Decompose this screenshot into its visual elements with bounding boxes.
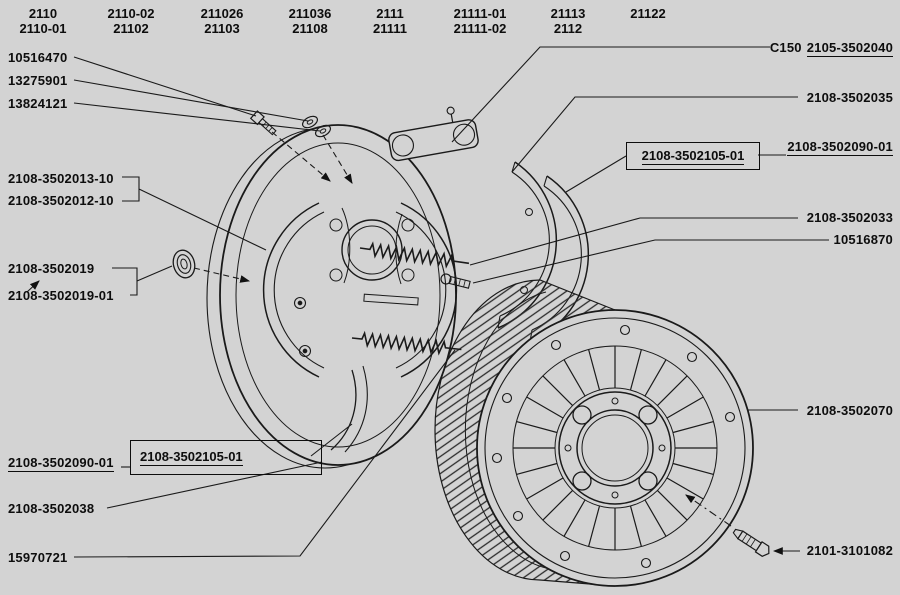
part-number-label: 2108-3502013-10 [8,171,114,186]
model-column-7: 21113 2112 [530,6,606,36]
model-column-4: 211036 21108 [273,6,347,36]
model-number: 2111 [376,6,404,21]
model-number: 21102 [113,20,149,36]
model-column-1: 2110 2110-01 [4,6,82,36]
part-number-label: 2108-3502090-01 [8,455,114,472]
model-number: 21111-02 [453,20,507,36]
part-number-label: 13824121 [8,96,68,111]
model-column-8: 21122 [610,6,686,22]
model-number: 21111 [373,20,407,36]
part-number-label: 2108-3502035 [806,90,893,105]
flat-washer [314,124,332,138]
boxed-part-number-upper: 2108-3502105-01 [626,142,760,170]
model-number: 2110-01 [19,20,67,36]
model-number: 211036 [288,6,332,21]
catalog-code: C150 [769,40,802,55]
model-number: 2110 [28,6,58,21]
part-number-label: 2108-3502019 [8,261,95,276]
model-number: 21113 [550,6,586,21]
underlined-part-number: 2108-3502090-01 [787,139,893,156]
model-number: 2112 [553,20,583,36]
model-number: 21111-01 [453,6,507,21]
underlined-part-number: 2108-3502105-01 [641,147,745,165]
part-number-label: 2108-3502033 [806,210,893,225]
part-number-label: 2108-3502038 [8,501,95,516]
part-number-label: 10516870 [833,232,893,247]
part-number-label: C150 2105-3502040 [769,40,893,57]
part-number-label: 13275901 [8,73,68,88]
wheel-cylinder-drawing [388,106,479,162]
cooling-fins [513,346,717,550]
leader-lines [26,46,829,558]
model-number: 21103 [204,20,240,36]
wheel-bolt [732,528,770,557]
part-number-label: 15970721 [8,550,68,565]
model-column-3: 211026 21103 [185,6,259,36]
underlined-part-number: 2105-3502040 [806,40,893,57]
mounted-brake-shoes [262,202,458,453]
part-number-label: 2108-3502019-01 [8,288,114,303]
brake-drum-drawing [434,279,754,587]
model-number: 21122 [630,6,666,21]
backing-plate-drawing [206,124,457,469]
model-number: 211026 [200,6,244,21]
assembly-alignment-lines [193,131,353,283]
adjuster-bolt [440,273,471,289]
underlined-part-number: 2108-3502090-01 [8,455,114,472]
shoe-retainer-bushing [172,249,196,279]
part-number-label: 10516470 [8,50,68,65]
model-number: 21108 [292,20,328,36]
model-column-2: 2110-02 21102 [94,6,168,36]
part-number-label: 2108-3502090-01 [787,139,893,156]
spring-washer [301,115,319,129]
model-number: 2110-02 [107,6,155,21]
boxed-part-number-lower: 2108-3502105-01 [130,440,322,475]
part-number-label: 2101-3101082 [806,543,893,558]
model-column-6: 21111-01 21111-02 [442,6,518,36]
part-number-label: 2108-3502070 [806,403,893,418]
underlined-part-number: 2108-3502105-01 [140,449,243,466]
part-number-label: 2108-3502012-10 [8,193,114,208]
model-column-5: 2111 21111 [353,6,427,36]
